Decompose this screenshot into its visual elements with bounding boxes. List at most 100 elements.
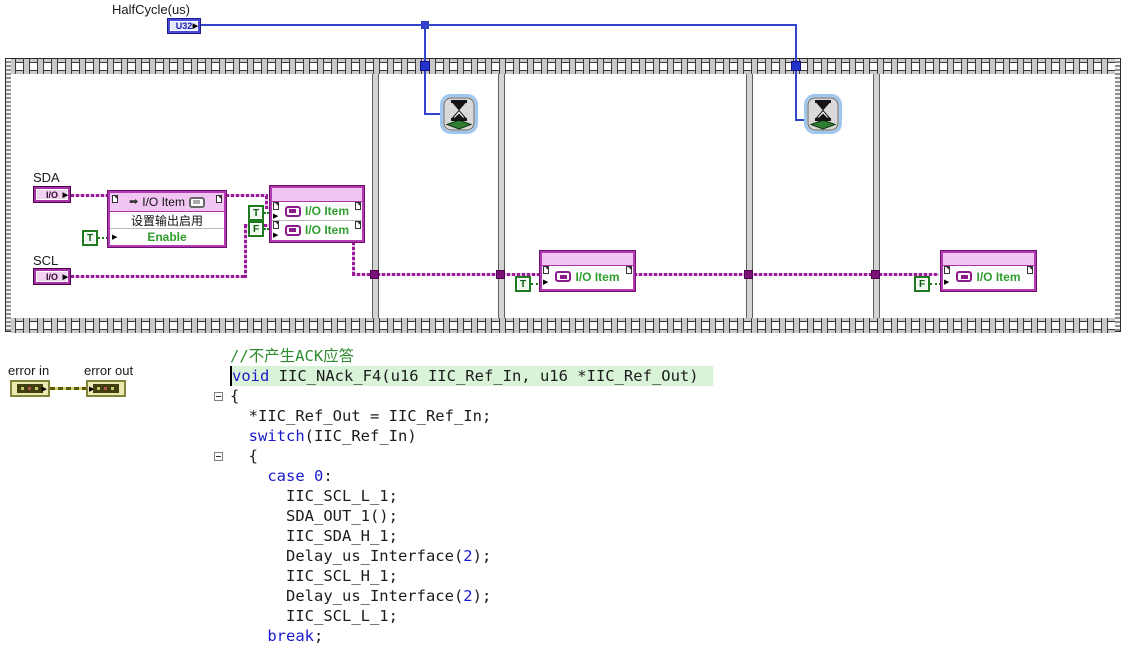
true-constant[interactable]: T [248, 205, 264, 221]
wire-io-main[interactable] [352, 273, 540, 276]
code-line[interactable]: IIC_SCL_L_1; [214, 486, 713, 506]
input-arrow-icon: ▶ [273, 232, 279, 239]
wire-prop-to-node[interactable] [265, 196, 268, 209]
code-line[interactable]: { [214, 386, 713, 406]
wire-bool[interactable] [264, 228, 272, 230]
wire-io-main[interactable] [634, 273, 939, 276]
true-constant[interactable]: T [515, 276, 531, 292]
code-line[interactable]: Delay_us_Interface(2); [214, 546, 713, 566]
code-line[interactable]: break; [214, 626, 713, 646]
page-corner-icon [1027, 266, 1033, 274]
sequence-border-right [1115, 59, 1120, 331]
code-line[interactable]: { [214, 446, 713, 466]
code-line[interactable]: Delay_us_Interface(2); [214, 586, 713, 606]
code-text[interactable]: IIC_SCL_L_1; [230, 607, 398, 625]
tunnel-u32-frame2[interactable] [420, 61, 430, 71]
code-text[interactable]: IIC_SCL_H_1; [230, 567, 398, 585]
error-out-terminal[interactable]: ▶ [86, 380, 126, 397]
code-line[interactable]: //不产生ACK应答 [214, 346, 713, 366]
wait-us-icon[interactable] [440, 94, 478, 139]
frame-separator-1[interactable] [372, 74, 379, 318]
tunnel-io-sep3[interactable] [744, 270, 753, 279]
code-line[interactable]: case 0: [214, 466, 713, 486]
wire-halfcycle[interactable] [201, 24, 797, 26]
false-constant[interactable]: F [248, 221, 264, 237]
sequence-border-top [11, 59, 1115, 74]
code-text[interactable]: //不产生ACK应答 [230, 347, 355, 365]
wire-bool[interactable] [98, 237, 108, 239]
wire-prop-to-node[interactable] [226, 194, 268, 197]
code-text-highlighted[interactable]: void IIC_NAck_F4(u16 IIC_Ref_In, u16 *II… [230, 366, 713, 386]
error-in-terminal[interactable]: ▶ [10, 380, 50, 397]
wire-halfcycle-branch1[interactable] [424, 113, 444, 115]
io-node-row1[interactable]: ▶ I/O Item [272, 202, 362, 220]
io-item-text: I/O Item [304, 223, 349, 237]
wire-error[interactable] [50, 387, 86, 390]
fold-marker-icon[interactable] [214, 391, 223, 401]
wire-halfcycle-branch2[interactable] [795, 26, 797, 121]
code-text[interactable]: *IIC_Ref_Out = IIC_Ref_In; [230, 407, 492, 425]
property-node-title: I/O Item [142, 195, 185, 209]
io-node-header [272, 188, 362, 202]
scl-terminal[interactable]: I/O ▶ [33, 268, 71, 285]
code-text[interactable]: case 0: [267, 467, 333, 485]
code-line[interactable]: IIC_SCL_L_1; [214, 606, 713, 626]
wire-bool[interactable] [264, 212, 272, 214]
wire-scl[interactable] [71, 275, 247, 278]
wire-halfcycle-branch2[interactable] [795, 119, 808, 121]
code-text[interactable]: Delay_us_Interface(2); [230, 587, 492, 605]
sequence-border-left [6, 59, 11, 331]
sda-terminal[interactable]: I/O ▶ [33, 186, 71, 203]
tunnel-io-sep4[interactable] [871, 270, 880, 279]
tunnel-u32-frame4[interactable] [791, 61, 801, 71]
code-text[interactable]: { [230, 387, 240, 405]
property-caption-text: 设置输出启用 [130, 213, 203, 228]
code-line[interactable]: SDA_OUT_1(); [214, 506, 713, 526]
fold-marker-icon[interactable] [214, 451, 223, 461]
code-line[interactable]: IIC_SDA_H_1; [214, 526, 713, 546]
code-line[interactable]: *IIC_Ref_Out = IIC_Ref_In; [214, 406, 713, 426]
code-line[interactable]: switch(IIC_Ref_In) [214, 426, 713, 446]
io-node-dual[interactable]: ▶ I/O Item ▶ I/O Item [270, 186, 364, 242]
false-constant[interactable]: F [914, 276, 930, 292]
property-row-caption[interactable]: 设置输出启用 [110, 212, 224, 228]
property-row-enable[interactable]: ▶ Enable [110, 228, 224, 245]
code-text[interactable]: { [230, 447, 258, 465]
input-arrow-icon: ▶ [543, 279, 549, 286]
io-node-frame3[interactable]: ▶ I/O Item [540, 251, 635, 291]
code-line[interactable]: IIC_SCL_H_1; [214, 566, 713, 586]
halfcycle-u32-terminal[interactable]: U32 ▶ [167, 18, 201, 34]
page-corner-icon [216, 195, 222, 203]
wire-sda[interactable] [71, 194, 108, 197]
wire-bool[interactable] [930, 283, 941, 285]
wire-bool[interactable] [531, 283, 542, 285]
wire-prop-to-node[interactable] [265, 206, 274, 209]
io-node-row1[interactable]: ▶ I/O Item [542, 266, 633, 287]
io-item-text: I/O Item [304, 204, 349, 218]
frame-separator-2[interactable] [498, 74, 505, 318]
code-text[interactable]: switch(IIC_Ref_In) [248, 427, 417, 445]
property-node-output-enable[interactable]: ➡ I/O Item 设置输出启用 ▶ Enable [108, 191, 226, 247]
code-text[interactable]: IIC_SDA_H_1; [230, 527, 398, 545]
io-node-frame5[interactable]: ▶ I/O Item [941, 251, 1036, 291]
wait-us-icon[interactable] [804, 94, 842, 139]
wire-io-out[interactable] [352, 241, 355, 275]
bool-text: T [252, 207, 260, 219]
wire-scl[interactable] [244, 225, 247, 278]
code-text[interactable]: IIC_SCL_L_1; [230, 487, 398, 505]
code-text[interactable]: SDA_OUT_1(); [230, 507, 398, 525]
io-node-header [542, 253, 633, 266]
code-text[interactable]: Delay_us_Interface(2); [230, 547, 492, 565]
tunnel-io-sep2[interactable] [496, 270, 505, 279]
code-line[interactable]: void IIC_NAck_F4(u16 IIC_Ref_In, u16 *II… [214, 366, 713, 386]
terminal-arrow-icon: ▶ [62, 191, 68, 199]
true-constant[interactable]: T [82, 230, 98, 246]
tunnel-io-sep1[interactable] [370, 270, 379, 279]
io-node-row1[interactable]: ▶ I/O Item [943, 266, 1034, 287]
io-node-row2[interactable]: ▶ I/O Item [272, 220, 362, 239]
code-text[interactable]: break; [267, 627, 324, 645]
frame-separator-3[interactable] [746, 74, 753, 318]
frame-separator-4[interactable] [873, 74, 880, 318]
